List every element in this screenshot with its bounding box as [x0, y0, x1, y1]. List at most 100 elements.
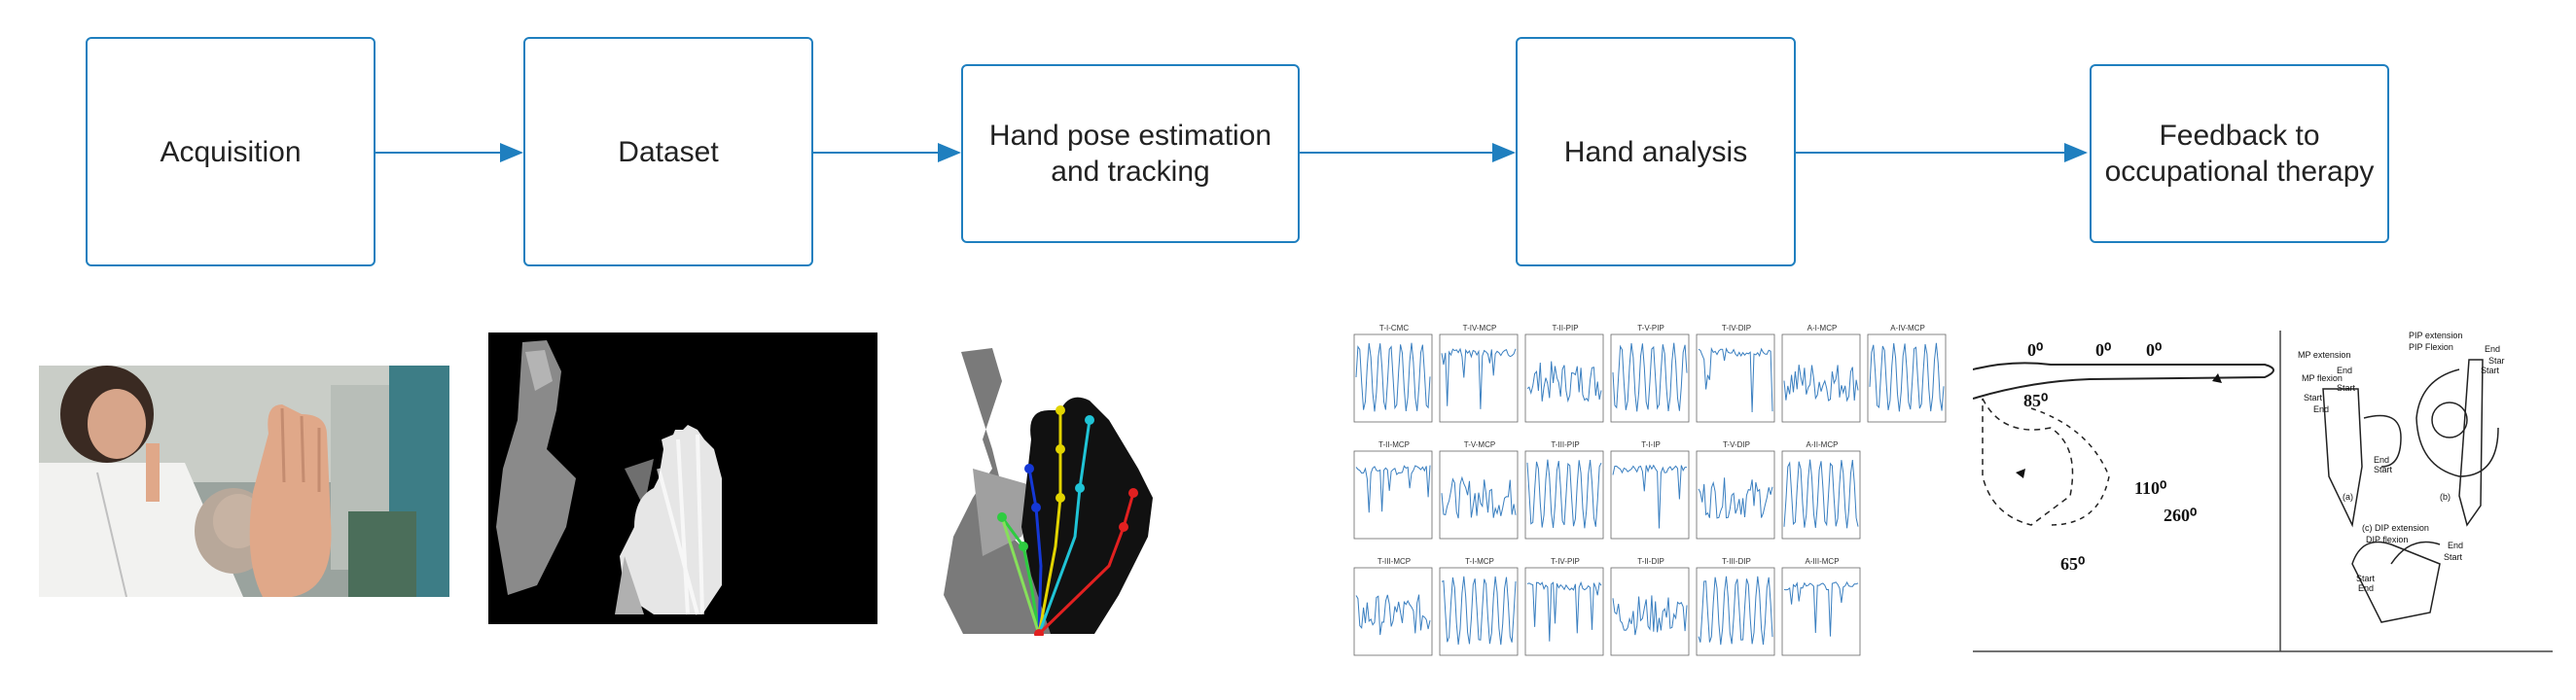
angle-label: 65⁰	[2060, 554, 2085, 574]
depth-image	[488, 332, 877, 624]
plot-frame	[1781, 333, 1861, 423]
plot-frame	[1610, 450, 1690, 540]
plot-title: T-V-PIP	[1637, 324, 1664, 332]
angle-label: 0⁰	[2027, 340, 2043, 360]
plot-frame	[1781, 450, 1861, 540]
plot-frame	[1524, 450, 1604, 540]
plot-frame	[1696, 450, 1775, 540]
plot-title: T-V-MCP	[1464, 440, 1495, 449]
step-hand-analysis: Hand analysis	[1516, 37, 1796, 266]
plot-frame	[1439, 567, 1519, 656]
fig-label: MP extension	[2298, 350, 2350, 360]
plot-title: T-I-IP	[1641, 440, 1661, 449]
fig-label: (c) DIP extension	[2362, 523, 2429, 533]
plot-line	[1526, 459, 1602, 529]
skeleton-joint	[1055, 444, 1065, 454]
step-label: Acquisition	[160, 135, 302, 168]
skeleton-joint	[1019, 542, 1028, 551]
plot-title: T-IV-MCP	[1463, 324, 1497, 332]
skeleton-palm	[1000, 516, 1041, 635]
skeleton-joint	[1128, 488, 1138, 498]
angle-label: 0⁰	[2146, 340, 2162, 360]
plot-frame	[1696, 333, 1775, 423]
skeleton-joint	[1085, 415, 1094, 425]
goniometry-figure: 0⁰ 0⁰ 0⁰ 85⁰ 110⁰ 260⁰ 65⁰ MP extension …	[1973, 331, 2553, 653]
plot-line	[1441, 576, 1517, 646]
step-feedback: Feedback to occupational therapy	[2090, 64, 2389, 243]
plot-frame	[1696, 567, 1775, 656]
plot-frame	[1439, 450, 1519, 540]
plot-title: A-II-MCP	[1807, 440, 1839, 449]
plot-title: T-II-PIP	[1552, 324, 1578, 332]
plot-frame	[1353, 567, 1433, 656]
fig-label: End	[2485, 344, 2500, 354]
step-label: Dataset	[618, 135, 719, 168]
plot-title: T-III-DIP	[1722, 557, 1751, 566]
fig-label: Start	[2374, 465, 2393, 474]
plot-line	[1441, 347, 1517, 409]
plot-line	[1612, 464, 1687, 529]
plot-line	[1526, 361, 1602, 403]
fig-caption: (b)	[2440, 492, 2451, 502]
skeleton-joint	[1031, 503, 1041, 512]
hand-skeleton	[944, 348, 1153, 636]
plot-frame	[1867, 333, 1947, 423]
plot-line	[1355, 342, 1431, 412]
plot-title: T-I-CMC	[1379, 324, 1409, 332]
plot-line	[1783, 580, 1859, 637]
step-label: Hand analysis	[1563, 135, 1748, 168]
angle-label: 85⁰	[2023, 391, 2048, 410]
plot-title: T-I-MCP	[1465, 557, 1494, 566]
step-label: Feedback to occupational therapy	[2104, 120, 2375, 188]
skeleton-joint	[1119, 522, 1128, 532]
plot-title: T-II-MCP	[1378, 440, 1410, 449]
plot-line	[1698, 576, 1773, 646]
skeleton-joint	[1034, 629, 1044, 636]
skeleton-index	[1027, 468, 1043, 635]
fig-label: Start	[2304, 393, 2323, 402]
skeleton-pinky	[1037, 492, 1135, 636]
plot-line	[1612, 342, 1688, 412]
fig-label: Star	[2488, 356, 2505, 366]
fig-label: End	[2358, 583, 2374, 593]
plot-line	[1355, 465, 1431, 513]
fig-caption: (a)	[2343, 492, 2353, 502]
plot-title: A-I-MCP	[1807, 324, 1838, 332]
fig-label: Start	[2444, 552, 2463, 562]
plot-line	[1698, 346, 1773, 413]
plot-line	[1612, 595, 1688, 636]
angle-label: 260⁰	[2164, 506, 2197, 525]
angle-label: 0⁰	[2095, 340, 2111, 360]
acquisition-photo	[39, 366, 449, 597]
plot-title: T-IV-DIP	[1722, 324, 1751, 332]
fig-label: End	[2448, 541, 2463, 550]
fig-label: MP flexion	[2302, 373, 2343, 383]
plot-title: T-V-DIP	[1723, 440, 1750, 449]
joint-angle-plots: T-I-CMC T-IV-MCP T-II-PIP T-V-PIP T-IV-DIP A-…	[1353, 324, 1947, 656]
plot-line	[1526, 580, 1602, 642]
skeleton-joint	[1024, 464, 1034, 473]
fig-label: Start	[2337, 383, 2356, 393]
plot-line	[1355, 594, 1431, 636]
plot-frame	[1353, 450, 1433, 540]
fig-label: PIP Flexion	[2409, 342, 2453, 352]
step-label: Hand pose estimation and tracking	[988, 120, 1272, 188]
plot-line	[1869, 342, 1945, 412]
fig-label: DIP flexion	[2366, 535, 2408, 544]
plot-title: T-II-DIP	[1637, 557, 1664, 566]
plot-frame	[1524, 567, 1604, 656]
fig-label: End	[2374, 455, 2389, 465]
plot-frame	[1610, 333, 1690, 423]
angle-label: 110⁰	[2134, 478, 2166, 498]
plot-title: A-IV-MCP	[1890, 324, 1925, 332]
plot-line	[1783, 365, 1859, 402]
plot-line	[1783, 459, 1859, 529]
skeleton-joint	[1075, 483, 1085, 493]
plot-title: T-III-PIP	[1551, 440, 1579, 449]
fig-label: Start	[2356, 574, 2376, 583]
fig-label: End	[2337, 366, 2352, 375]
step-dataset: Dataset	[523, 37, 813, 266]
skeleton-thumb	[1000, 516, 1041, 635]
skeleton-joint	[1055, 493, 1065, 503]
